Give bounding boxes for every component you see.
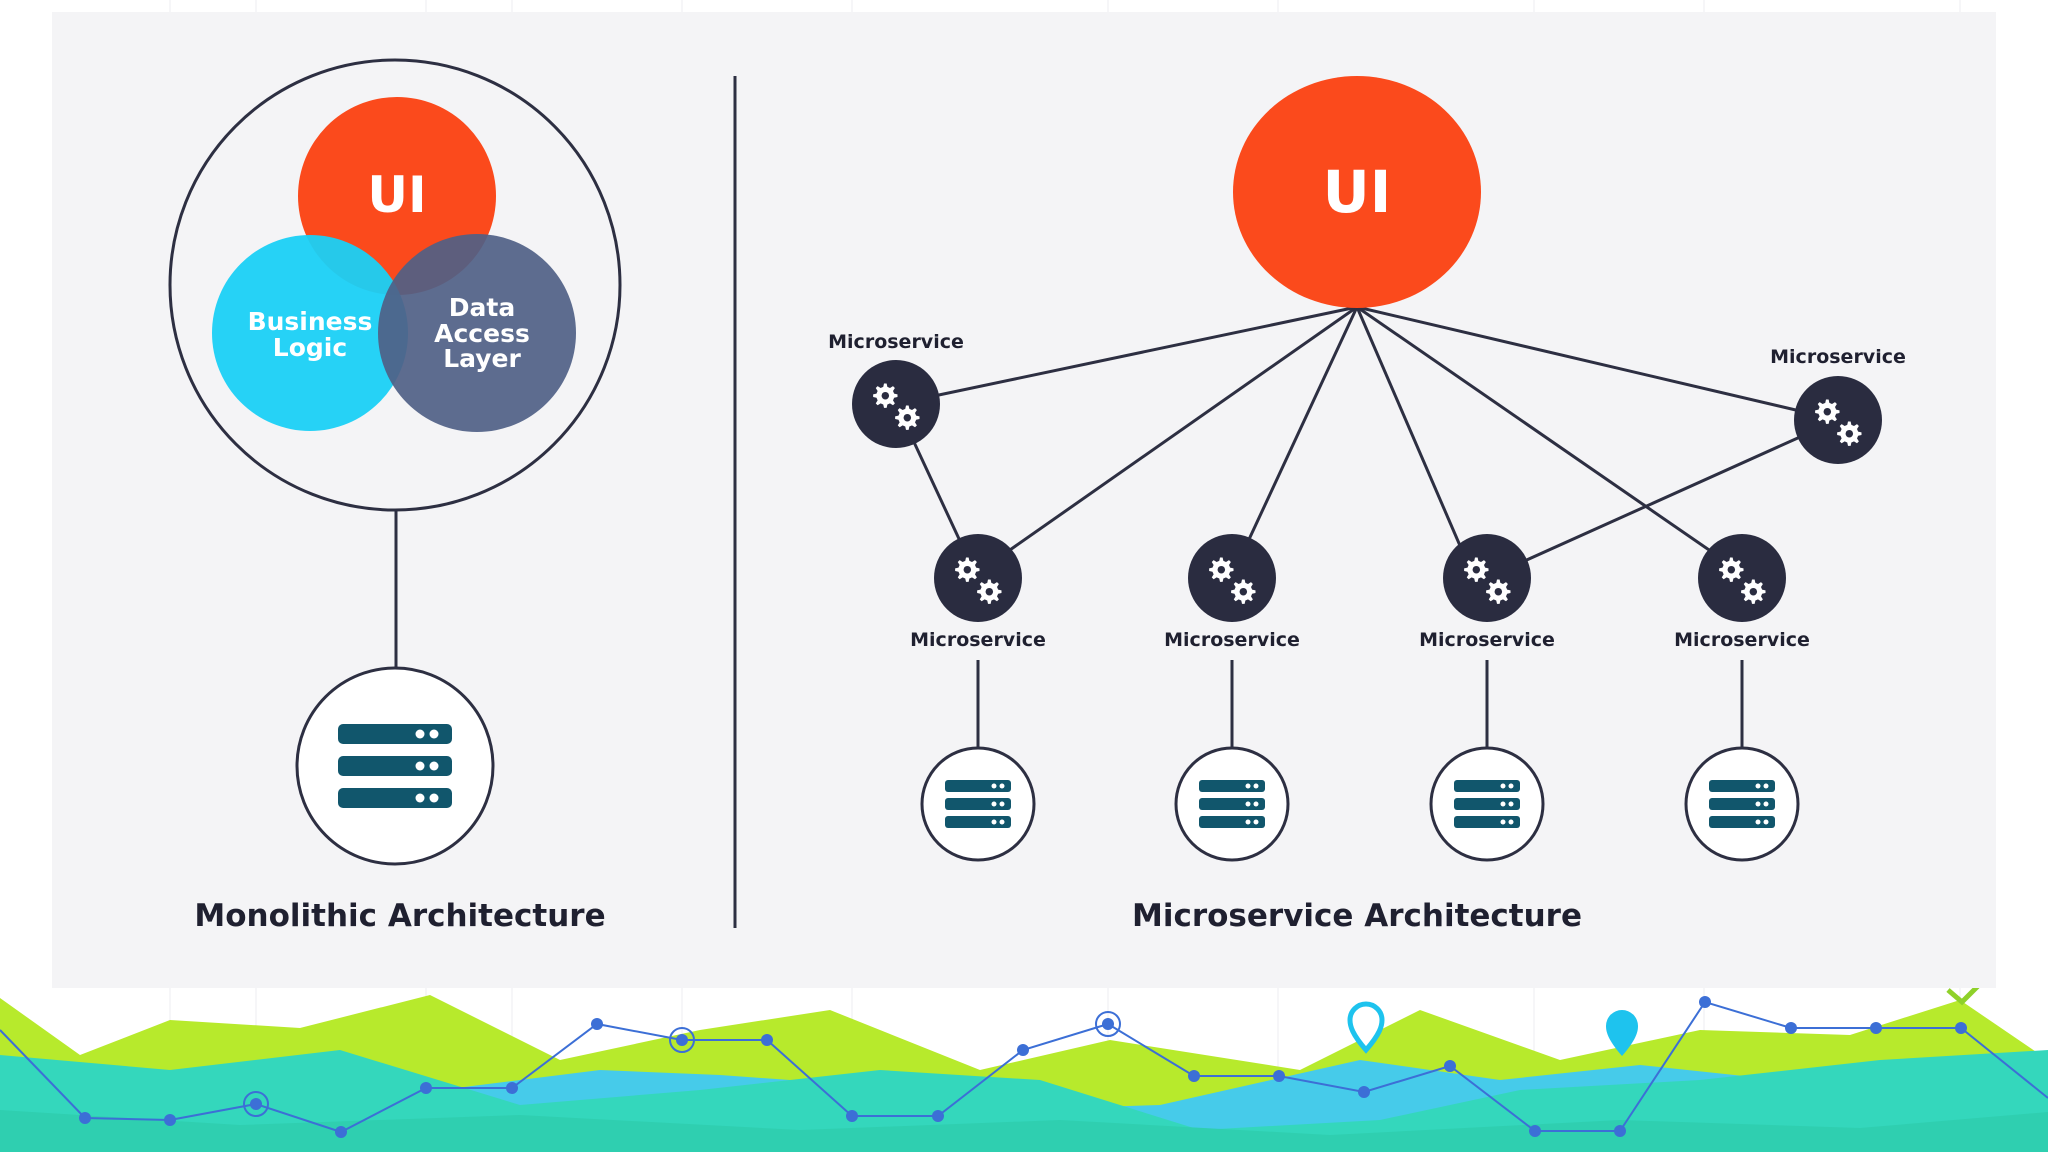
microservice-node-top-left: Microservice: [828, 331, 964, 448]
microservice-label: Microservice: [1770, 346, 1906, 368]
monolith-title: Monolithic Architecture: [194, 898, 605, 934]
gears-icon: [1698, 534, 1786, 622]
microservice-title: Microservice Architecture: [1132, 898, 1582, 934]
location-pin-icon: [1606, 1010, 1638, 1056]
microservice-label: Microservice: [1164, 629, 1300, 651]
gears-icon: [852, 360, 940, 448]
microservice-node-1: Microservice: [910, 534, 1046, 651]
gears-icon: [1188, 534, 1276, 622]
gears-icon: [1443, 534, 1531, 622]
gears-icon: [934, 534, 1022, 622]
data-access-label-line2: Access: [434, 319, 530, 348]
microservice-ui-label: UI: [1323, 158, 1392, 226]
gears-icon: [1794, 376, 1882, 464]
microservice-node-3: Microservice: [1419, 534, 1555, 651]
microservice-label: Microservice: [828, 331, 964, 353]
business-logic-circle: [212, 235, 408, 431]
data-access-layer-circle: [378, 234, 576, 432]
server-stack-icon: [1684, 746, 1800, 862]
data-access-label-line3: Layer: [443, 344, 521, 373]
microservice-section: UI Microservice Microservice Microservic…: [828, 76, 1906, 934]
microservice-label: Microservice: [1674, 629, 1810, 651]
monolith-ui-label: UI: [367, 166, 426, 224]
microservice-ui-circle: [1233, 76, 1481, 308]
server-stack-icon: [920, 746, 1036, 862]
decorative-line-chart: [0, 996, 2048, 1138]
server-stack-icon: [1429, 746, 1545, 862]
microservice-label: Microservice: [910, 629, 1046, 651]
microservice-node-top-right: Microservice: [1770, 346, 1906, 464]
microservice-node-2: Microservice: [1164, 534, 1300, 651]
monolith-section: UI Business Logic Data Access Layer Mono…: [168, 58, 622, 934]
wave-front-teal: [0, 1110, 2048, 1152]
microservice-label: Microservice: [1419, 629, 1555, 651]
data-access-label-line1: Data: [449, 293, 515, 322]
check-icon: [1946, 984, 1980, 1006]
microservice-node-4: Microservice: [1674, 534, 1810, 651]
monolith-database-icon: [295, 666, 495, 866]
server-stack-icon: [1174, 746, 1290, 862]
business-logic-label-line2: Logic: [273, 333, 347, 362]
location-pin-icon: [1347, 1001, 1385, 1054]
business-logic-label-line1: Business: [248, 307, 373, 336]
service-connections: [895, 305, 1801, 753]
